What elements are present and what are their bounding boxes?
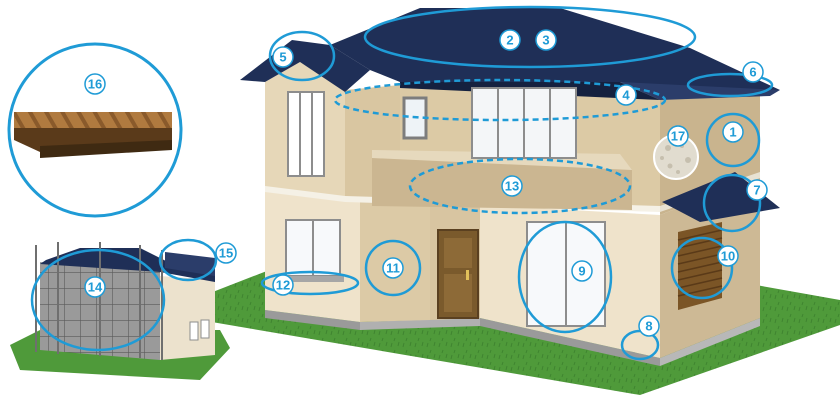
outline-11 xyxy=(364,239,422,297)
svg-text:9: 9 xyxy=(578,264,585,279)
svg-text:3: 3 xyxy=(542,33,549,48)
outline-4 xyxy=(333,78,667,122)
outline-2-3 xyxy=(363,5,697,69)
outline-15 xyxy=(158,238,218,282)
outline-10 xyxy=(670,236,734,300)
outline-6 xyxy=(686,72,774,98)
svg-text:1: 1 xyxy=(729,125,736,140)
outline-9 xyxy=(517,220,613,334)
svg-text:17: 17 xyxy=(671,129,685,144)
outline-12 xyxy=(260,270,360,296)
svg-text:14: 14 xyxy=(88,280,103,295)
badge-2: 2 xyxy=(499,29,521,51)
badge-9: 9 xyxy=(571,260,593,282)
outline-13 xyxy=(408,157,632,215)
badge-10: 10 xyxy=(717,245,739,267)
svg-text:8: 8 xyxy=(645,319,652,334)
badge-6: 6 xyxy=(742,61,764,83)
badge-13: 13 xyxy=(501,175,523,197)
svg-text:6: 6 xyxy=(749,65,756,80)
small-roof xyxy=(40,248,215,282)
svg-text:11: 11 xyxy=(386,261,400,276)
svg-text:10: 10 xyxy=(721,249,735,264)
badge-1: 1 xyxy=(722,121,744,143)
svg-text:4: 4 xyxy=(622,88,630,103)
outline-5 xyxy=(268,30,336,82)
outline-7 xyxy=(702,173,762,233)
roof-gable xyxy=(240,40,370,92)
badge-3: 3 xyxy=(535,29,557,51)
badge-7: 7 xyxy=(746,179,768,201)
svg-text:15: 15 xyxy=(219,246,233,261)
outline-14 xyxy=(30,248,166,352)
badge-14: 14 xyxy=(84,276,106,298)
svg-text:7: 7 xyxy=(753,183,760,198)
badge-5: 5 xyxy=(272,46,294,68)
badge-8: 8 xyxy=(638,315,660,337)
badge-15: 15 xyxy=(215,242,237,264)
upper-left-window xyxy=(287,91,325,177)
badge-11: 11 xyxy=(382,257,404,279)
badge-4: 4 xyxy=(615,84,637,106)
main-roof xyxy=(330,8,780,92)
badge-16: 16 xyxy=(84,73,106,95)
outline-1 xyxy=(705,112,761,168)
svg-text:16: 16 xyxy=(88,77,102,92)
badge-12: 12 xyxy=(272,274,294,296)
svg-text:13: 13 xyxy=(505,179,519,194)
badge-17: 17 xyxy=(667,125,689,147)
svg-text:12: 12 xyxy=(276,278,290,293)
svg-text:2: 2 xyxy=(506,33,513,48)
svg-text:5: 5 xyxy=(279,50,286,65)
